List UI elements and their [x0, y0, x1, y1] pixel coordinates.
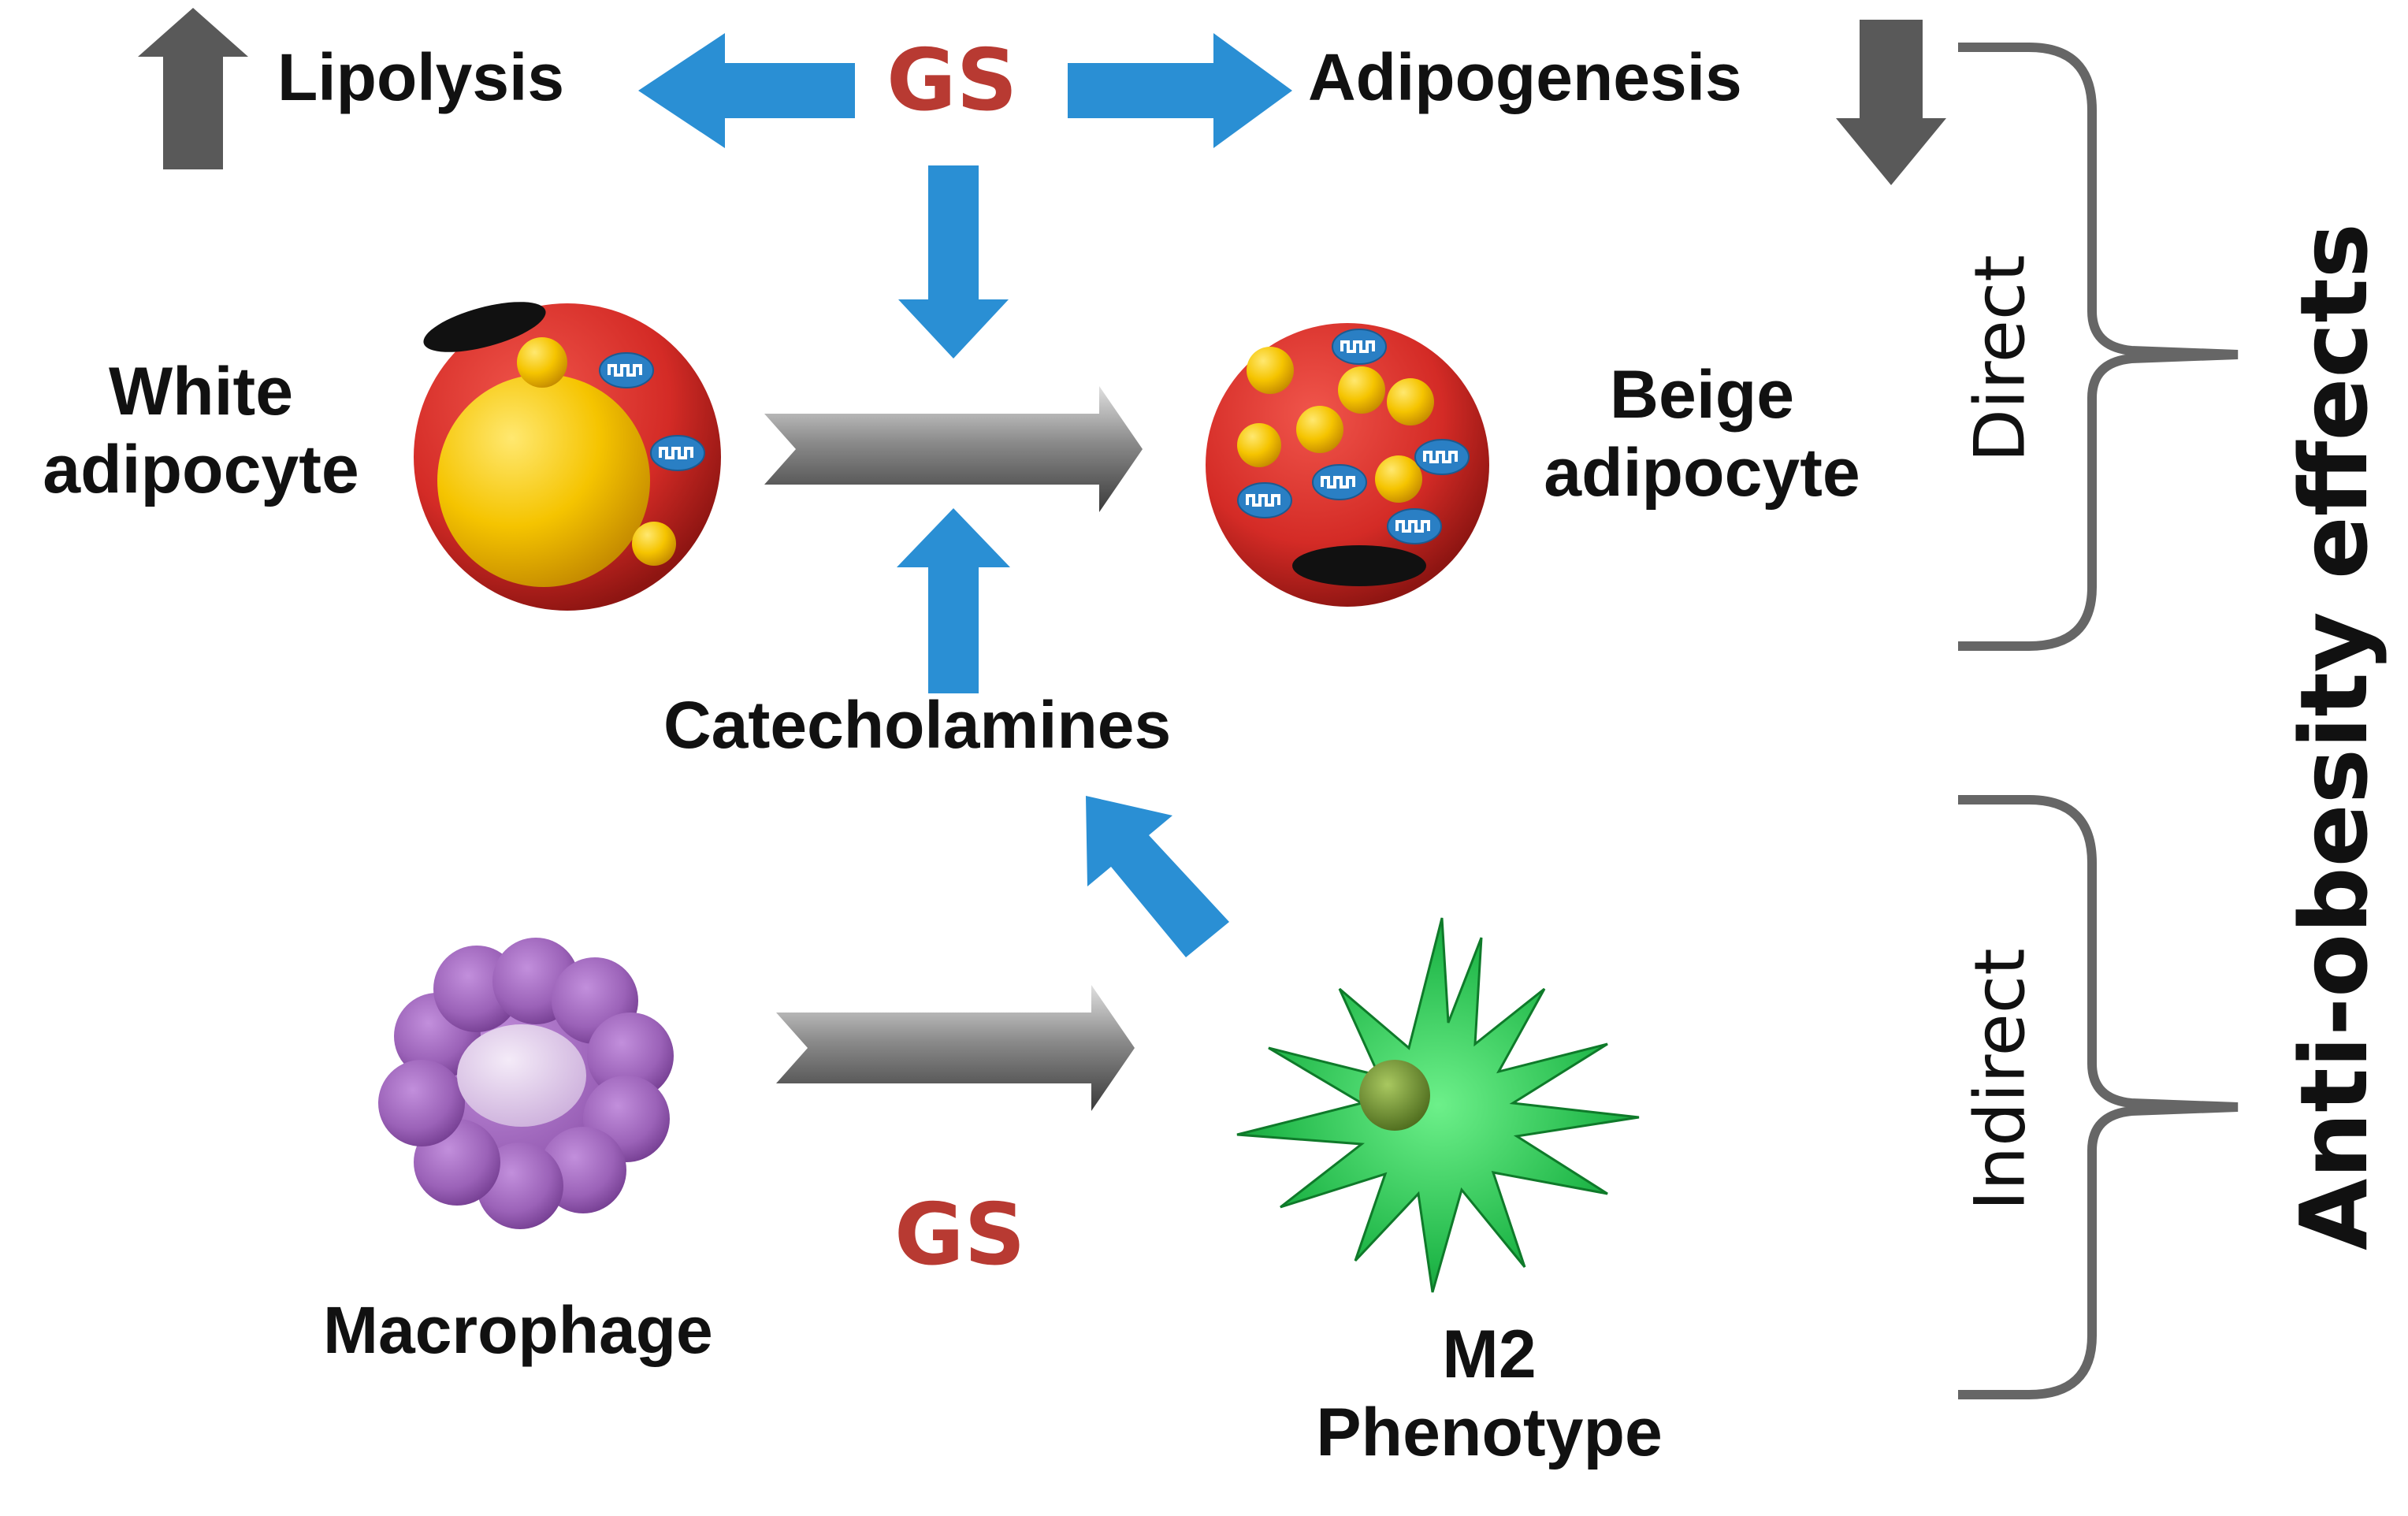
adipogenesis-label: Adipogenesis [1308, 40, 1742, 114]
blue-arrow-up [897, 508, 1010, 693]
beige-adipocyte-line2: adipocyte [1544, 434, 1860, 511]
white-adipocyte-line1: White [108, 354, 294, 429]
indirect-bracket [1958, 795, 2239, 1399]
white-adipocyte-label: White adipocyte [16, 353, 386, 509]
blue-arrow-to-adipogenesis [1068, 33, 1292, 148]
macrophage-cell [378, 938, 674, 1229]
m2-line1: M2 [1442, 1317, 1537, 1392]
catecholamines-label: Catecholamines [663, 688, 1172, 762]
gray-arrow-white-to-beige [764, 386, 1143, 512]
beige-adipocyte-label: Beige adipocyte [1513, 356, 1891, 512]
macrophage-label: Macrophage [323, 1293, 713, 1367]
beige-adipocyte-cell [1206, 323, 1489, 607]
m2-phenotype-cell [1236, 917, 1640, 1293]
blue-arrow-to-lipolysis [638, 33, 855, 148]
indirect-label: Indirect [1959, 948, 2041, 1211]
up-arrow-icon [138, 8, 248, 169]
m2-line2: Phenotype [1316, 1394, 1663, 1470]
blue-arrow-down [898, 165, 1009, 359]
down-arrow-icon [1836, 20, 1946, 185]
white-adipocyte-cell [414, 302, 721, 611]
direct-label: Direct [1959, 255, 2041, 463]
white-adipocyte-line2: adipocyte [43, 431, 359, 507]
beige-adipocyte-line1: Beige [1609, 357, 1795, 433]
gs-top-label: GS [886, 32, 1018, 130]
gray-arrow-macrophage-to-m2 [776, 985, 1135, 1111]
gs-bottom-label: GS [894, 1186, 1026, 1284]
anti-obesity-effects-label: Anti-obesity effects [2280, 222, 2388, 1251]
direct-bracket [1958, 43, 2239, 651]
lipolysis-label: Lipolysis [277, 40, 565, 114]
blue-arrow-diagonal [1086, 796, 1229, 957]
m2-phenotype-label: M2 Phenotype [1269, 1316, 1710, 1472]
